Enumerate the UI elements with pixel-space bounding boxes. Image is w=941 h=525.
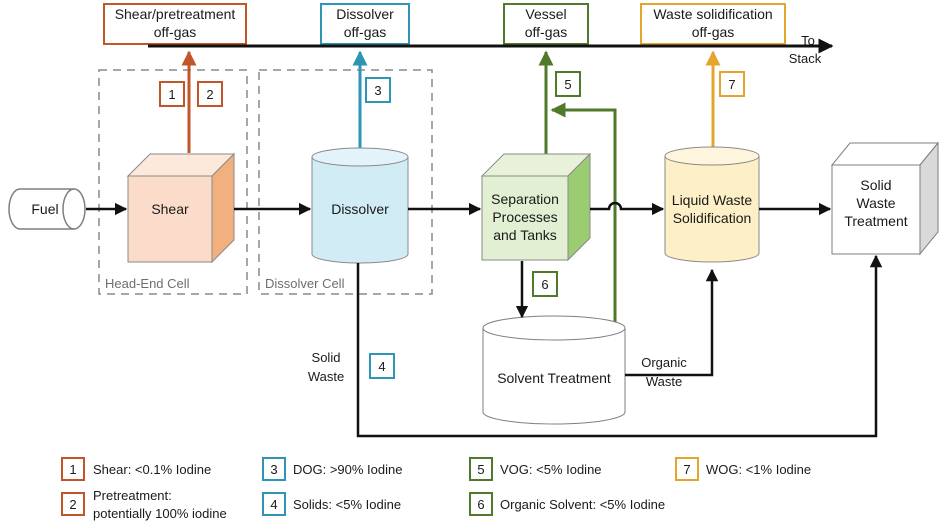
fuel-node: Fuel (8, 188, 86, 230)
shear-node: Shear (126, 152, 236, 264)
legend-text-6: Organic Solvent: <5% Iodine (500, 497, 665, 512)
solvent-treatment-label: Solvent Treatment (497, 370, 611, 386)
svg-text:2: 2 (206, 87, 213, 102)
legend-item-2: 2 Pretreatment: potentially 100% iodine (61, 488, 227, 521)
waste-offgas-label-1: Waste solidification (653, 6, 772, 22)
liquid-waste-node: Liquid Waste Solidification (664, 146, 760, 263)
separation-node: Separation Processes and Tanks (480, 152, 592, 262)
shear-offgas-label-1: Shear/pretreatment (115, 6, 236, 22)
vessel-offgas-box: Vessel off-gas (503, 3, 589, 45)
fuel-label: Fuel (31, 201, 58, 217)
shear-label: Shear (151, 201, 189, 217)
badge-7: 7 (719, 71, 745, 97)
legend-item-4: 4 Solids: <5% Iodine (262, 492, 401, 516)
solvent-recycle-arrow (550, 102, 617, 322)
svg-text:7: 7 (683, 462, 690, 477)
organic-waste-arrow (625, 268, 719, 377)
legend-text-7: WOG: <1% Iodine (706, 462, 811, 477)
stack-label-1: To (801, 33, 815, 48)
shear-offgas-box: Shear/pretreatment off-gas (103, 3, 247, 45)
head-end-cell-label: Head-End Cell (105, 276, 190, 291)
badge-3: 3 (365, 77, 391, 103)
badge-1: 1 (159, 81, 185, 107)
head-end-cell (98, 69, 248, 295)
legend-text-2a: Pretreatment: (93, 488, 172, 503)
dissolver-offgas-label-2: off-gas (344, 24, 387, 40)
organic-waste-label-1: Organic (641, 355, 687, 370)
stack-label-2: Stack (789, 51, 822, 66)
waste-offgas-box: Waste solidification off-gas (640, 3, 786, 45)
badge-2: 2 (197, 81, 223, 107)
svg-text:6: 6 (477, 497, 484, 512)
solid-waste-treatment-label-1: Solid (860, 177, 891, 193)
svg-text:1: 1 (168, 87, 175, 102)
dissolver-offgas-label-1: Dissolver (336, 6, 394, 22)
separation-to-liquid-waste-arrow (590, 201, 665, 216)
svg-text:6: 6 (541, 277, 548, 292)
solid-waste-treatment-label-3: Treatment (844, 213, 907, 229)
svg-text:2: 2 (69, 497, 76, 512)
legend-text-3: DOG: >90% Iodine (293, 462, 402, 477)
solid-waste-arrow (356, 254, 883, 438)
dissolver-offgas-box: Dissolver off-gas (320, 3, 410, 45)
svg-text:5: 5 (564, 77, 571, 92)
svg-text:3: 3 (374, 83, 381, 98)
liquid-waste-label-1: Liquid Waste (672, 192, 753, 208)
vessel-offgas-label-1: Vessel (525, 6, 566, 22)
organic-waste-label-2: Waste (646, 374, 682, 389)
solvent-treatment-node: Solvent Treatment (482, 315, 626, 425)
separation-label-1: Separation (491, 191, 559, 207)
dissolver-node: Dissolver (311, 147, 409, 264)
legend-item-5: 5 VOG: <5% Iodine (469, 457, 602, 481)
svg-text:5: 5 (477, 462, 484, 477)
badge-4: 4 (369, 353, 395, 379)
svg-text:4: 4 (378, 359, 385, 374)
vessel-offgas-label-2: off-gas (525, 24, 568, 40)
shear-offgas-label-2: off-gas (154, 24, 197, 40)
dissolver-label: Dissolver (331, 201, 389, 217)
separation-label-3: and Tanks (493, 227, 557, 243)
legend-text-5: VOG: <5% Iodine (500, 462, 602, 477)
legend-item-3: 3 DOG: >90% Iodine (262, 457, 402, 481)
svg-text:1: 1 (69, 462, 76, 477)
legend-item-7: 7 WOG: <1% Iodine (675, 457, 811, 481)
solid-waste-treatment-node: Solid Waste Treatment (830, 141, 940, 256)
dissolver-cell-label: Dissolver Cell (265, 276, 345, 291)
legend-item-1: 1 Shear: <0.1% Iodine (61, 457, 211, 481)
separation-label-2: Processes (492, 209, 557, 225)
legend-text-2b: potentially 100% iodine (93, 506, 227, 521)
dissolver-cell (258, 69, 433, 295)
solid-waste-treatment-label-2: Waste (856, 195, 895, 211)
badge-6: 6 (532, 271, 558, 297)
legend-item-6: 6 Organic Solvent: <5% Iodine (469, 492, 665, 516)
waste-offgas-label-2: off-gas (692, 24, 735, 40)
legend-text-1: Shear: <0.1% Iodine (93, 462, 211, 477)
svg-text:7: 7 (728, 77, 735, 92)
svg-text:4: 4 (270, 497, 277, 512)
liquid-waste-label-2: Solidification (673, 210, 752, 226)
badge-5: 5 (555, 71, 581, 97)
solid-waste-label-2: Waste (308, 369, 344, 384)
solid-waste-label-1: Solid (312, 350, 341, 365)
legend-text-4: Solids: <5% Iodine (293, 497, 401, 512)
svg-text:3: 3 (270, 462, 277, 477)
